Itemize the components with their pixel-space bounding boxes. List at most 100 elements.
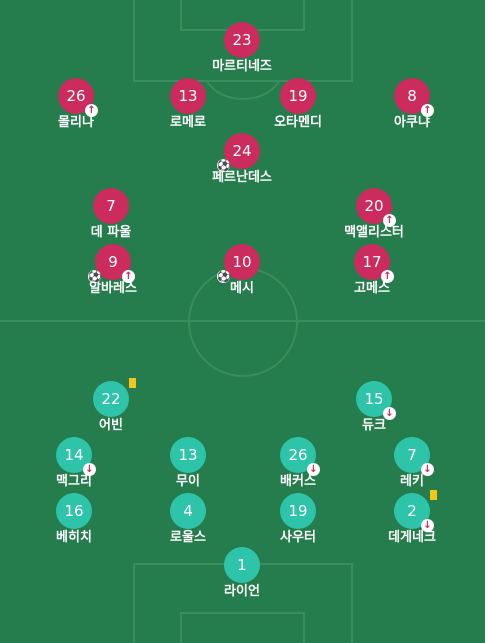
player-number-badge: 26↓	[280, 437, 320, 476]
arrow-down-icon: ↓	[421, 519, 434, 532]
player-number: 19	[288, 87, 308, 105]
player-number-badge: 15↓	[356, 381, 396, 420]
player-number: 7	[106, 197, 116, 215]
top-penalty-box	[133, 0, 353, 82]
player-number: 19	[288, 502, 308, 520]
player-number-badge: 8↑	[394, 78, 434, 117]
player-number: 16	[64, 502, 84, 520]
home-player[interactable]: 9↑⚽알바레스	[58, 244, 168, 297]
player-number-badge: 7	[93, 188, 129, 224]
player-number: 1	[237, 556, 247, 574]
player-number: 22	[101, 390, 121, 408]
player-number: 13	[178, 446, 198, 464]
arrow-up-icon: ↑	[85, 104, 98, 117]
player-number-badge: 19	[280, 493, 316, 529]
home-player[interactable]: 10⚽메시	[187, 244, 297, 297]
player-name: 고메스	[354, 281, 390, 296]
away-player[interactable]: 2↓데게네크	[357, 490, 467, 546]
yellow-card-icon	[129, 378, 136, 388]
player-name: 레키	[400, 474, 424, 489]
player-number: 4	[183, 502, 193, 520]
player-number-badge: 26↑	[58, 78, 98, 117]
home-player[interactable]: 8↑아쿠냐	[357, 78, 467, 131]
home-player[interactable]: 20↑맥앨리스터	[319, 188, 429, 241]
home-player[interactable]: 7 데 파울	[56, 188, 166, 241]
player-number: 24	[232, 142, 252, 160]
bottom-goal-area	[180, 612, 305, 643]
away-player[interactable]: 22 어빈	[56, 378, 166, 434]
player-number: 2	[407, 502, 417, 520]
player-name: 몰리나	[58, 115, 94, 130]
away-player[interactable]: 14↓맥그리	[19, 437, 129, 490]
home-player[interactable]: 26↑몰리나	[21, 78, 131, 131]
yellow-card-icon	[430, 490, 437, 500]
player-number-badge: 20↑	[356, 188, 396, 227]
player-number-badge: 13	[170, 78, 206, 114]
player-number: 14	[64, 446, 84, 464]
player-name: 배커스	[280, 474, 316, 489]
player-number-badge: 10⚽	[217, 244, 260, 283]
player-number-badge: 14↓	[56, 437, 96, 476]
player-number-badge: 23	[224, 22, 260, 58]
away-player[interactable]: 26↓배커스	[243, 437, 353, 490]
home-player[interactable]: 19 오타멘디	[243, 78, 353, 131]
player-number: 26	[288, 446, 308, 464]
player-name: 데 파울	[90, 225, 132, 240]
player-number: 13	[178, 87, 198, 105]
player-number-badge: 17↑	[354, 244, 394, 283]
player-number: 8	[407, 87, 417, 105]
player-name: 어빈	[99, 418, 123, 433]
arrow-up-icon: ↑	[421, 104, 434, 117]
away-player[interactable]: 1 라이언	[187, 547, 297, 600]
arrow-up-icon: ↑	[122, 270, 135, 283]
soccer-ball-icon: ⚽	[217, 159, 231, 172]
player-name: 사우터	[280, 530, 316, 545]
away-player[interactable]: 19 사우터	[243, 493, 353, 546]
home-player[interactable]: 13 로메로	[133, 78, 243, 131]
away-player[interactable]: 7↓레키	[357, 437, 467, 490]
player-name: 로울스	[170, 530, 206, 545]
player-name: 페르난데스	[212, 170, 272, 185]
soccer-ball-icon: ⚽	[88, 270, 102, 283]
player-number: 17	[362, 253, 382, 271]
arrow-up-icon: ↑	[381, 270, 394, 283]
away-player[interactable]: 4 로울스	[133, 493, 243, 546]
player-number: 10	[232, 253, 252, 271]
player-name: 맥그리	[56, 474, 92, 489]
home-player[interactable]: 23 마르티네즈	[187, 22, 297, 75]
player-number-badge: 19	[280, 78, 316, 114]
player-name: 듀크	[362, 418, 386, 433]
away-player[interactable]: 16 베히치	[19, 493, 129, 546]
player-number: 15	[364, 390, 384, 408]
player-name: 메시	[230, 281, 254, 296]
player-number: 23	[232, 31, 252, 49]
player-number-badge: 16	[56, 493, 92, 529]
arrow-down-icon: ↓	[421, 463, 434, 476]
player-number: 9	[108, 253, 118, 271]
player-number: 7	[407, 446, 417, 464]
home-player[interactable]: 24⚽페르난데스	[187, 133, 297, 186]
player-name: 베히치	[56, 530, 92, 545]
player-name: 마르티네즈	[212, 59, 272, 74]
arrow-up-icon: ↑	[383, 214, 396, 227]
away-player[interactable]: 13 무이	[133, 437, 243, 490]
home-player[interactable]: 17↑고메스	[317, 244, 427, 297]
arrow-down-icon: ↓	[83, 463, 96, 476]
player-name: 데게네크	[388, 530, 436, 545]
player-number-badge: 24⚽	[217, 133, 260, 172]
player-name: 오타멘디	[274, 115, 322, 130]
arrow-down-icon: ↓	[383, 407, 396, 420]
arrow-down-icon: ↓	[307, 463, 320, 476]
player-number-badge: 4	[170, 493, 206, 529]
player-number-badge: 2↓	[394, 490, 437, 532]
player-number-badge: 7↓	[394, 437, 434, 476]
player-name: 라이언	[224, 584, 260, 599]
player-name: 맥앨리스터	[344, 225, 404, 240]
player-name: 로메로	[170, 115, 206, 130]
player-number: 26	[66, 87, 86, 105]
player-name: 무이	[176, 474, 200, 489]
player-number-badge: 1	[224, 547, 260, 583]
player-number-badge: 22	[93, 378, 136, 417]
away-player[interactable]: 15↓듀크	[319, 381, 429, 434]
